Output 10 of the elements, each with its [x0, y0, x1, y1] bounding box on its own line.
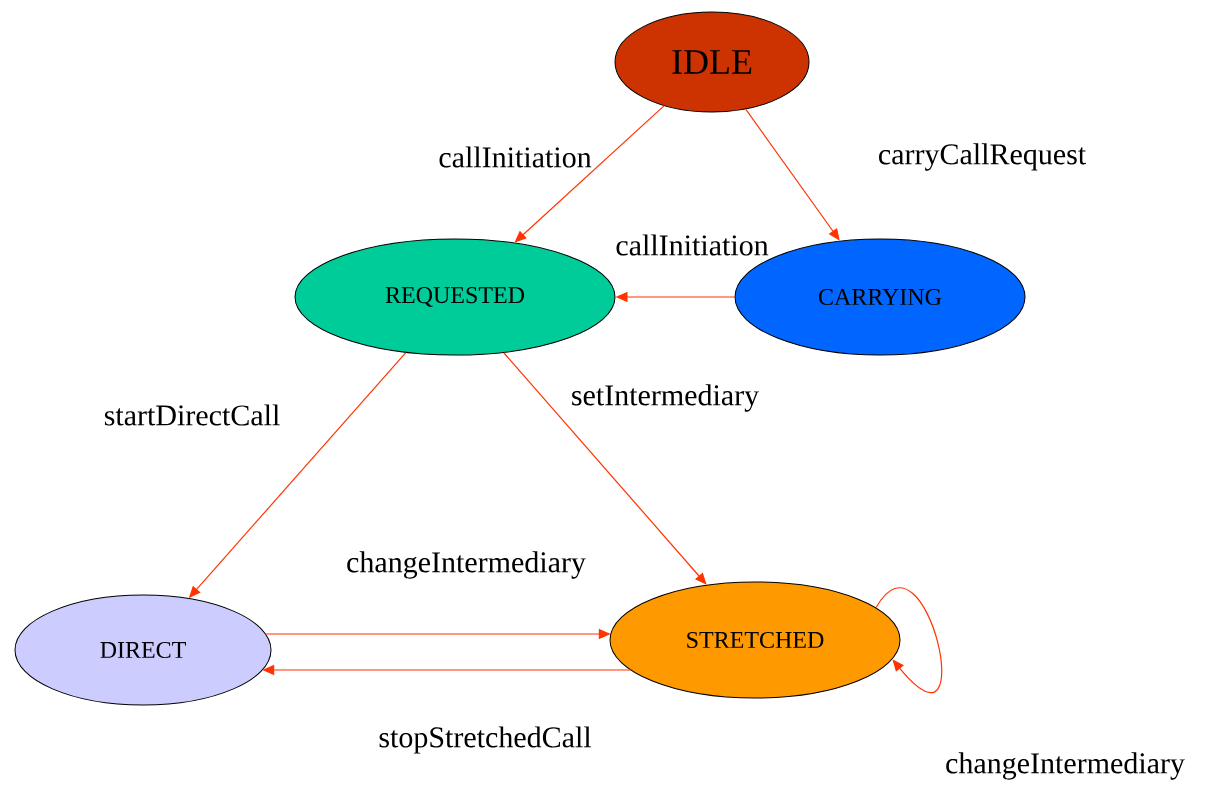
- arrow: [875, 587, 943, 694]
- edge-label: setIntermediary: [569, 383, 761, 413]
- arrow: [503, 352, 707, 585]
- edge-label: changeIntermediary: [944, 751, 1186, 781]
- edge-label: startDirectCall: [102, 403, 282, 427]
- edge-label: carryCallRequest: [876, 142, 1088, 172]
- arrow: [745, 108, 840, 241]
- edge-label: changeIntermediary: [345, 550, 587, 580]
- edge-label: callInitiation: [437, 145, 593, 169]
- edge-label: stopStretchedCall: [377, 725, 593, 755]
